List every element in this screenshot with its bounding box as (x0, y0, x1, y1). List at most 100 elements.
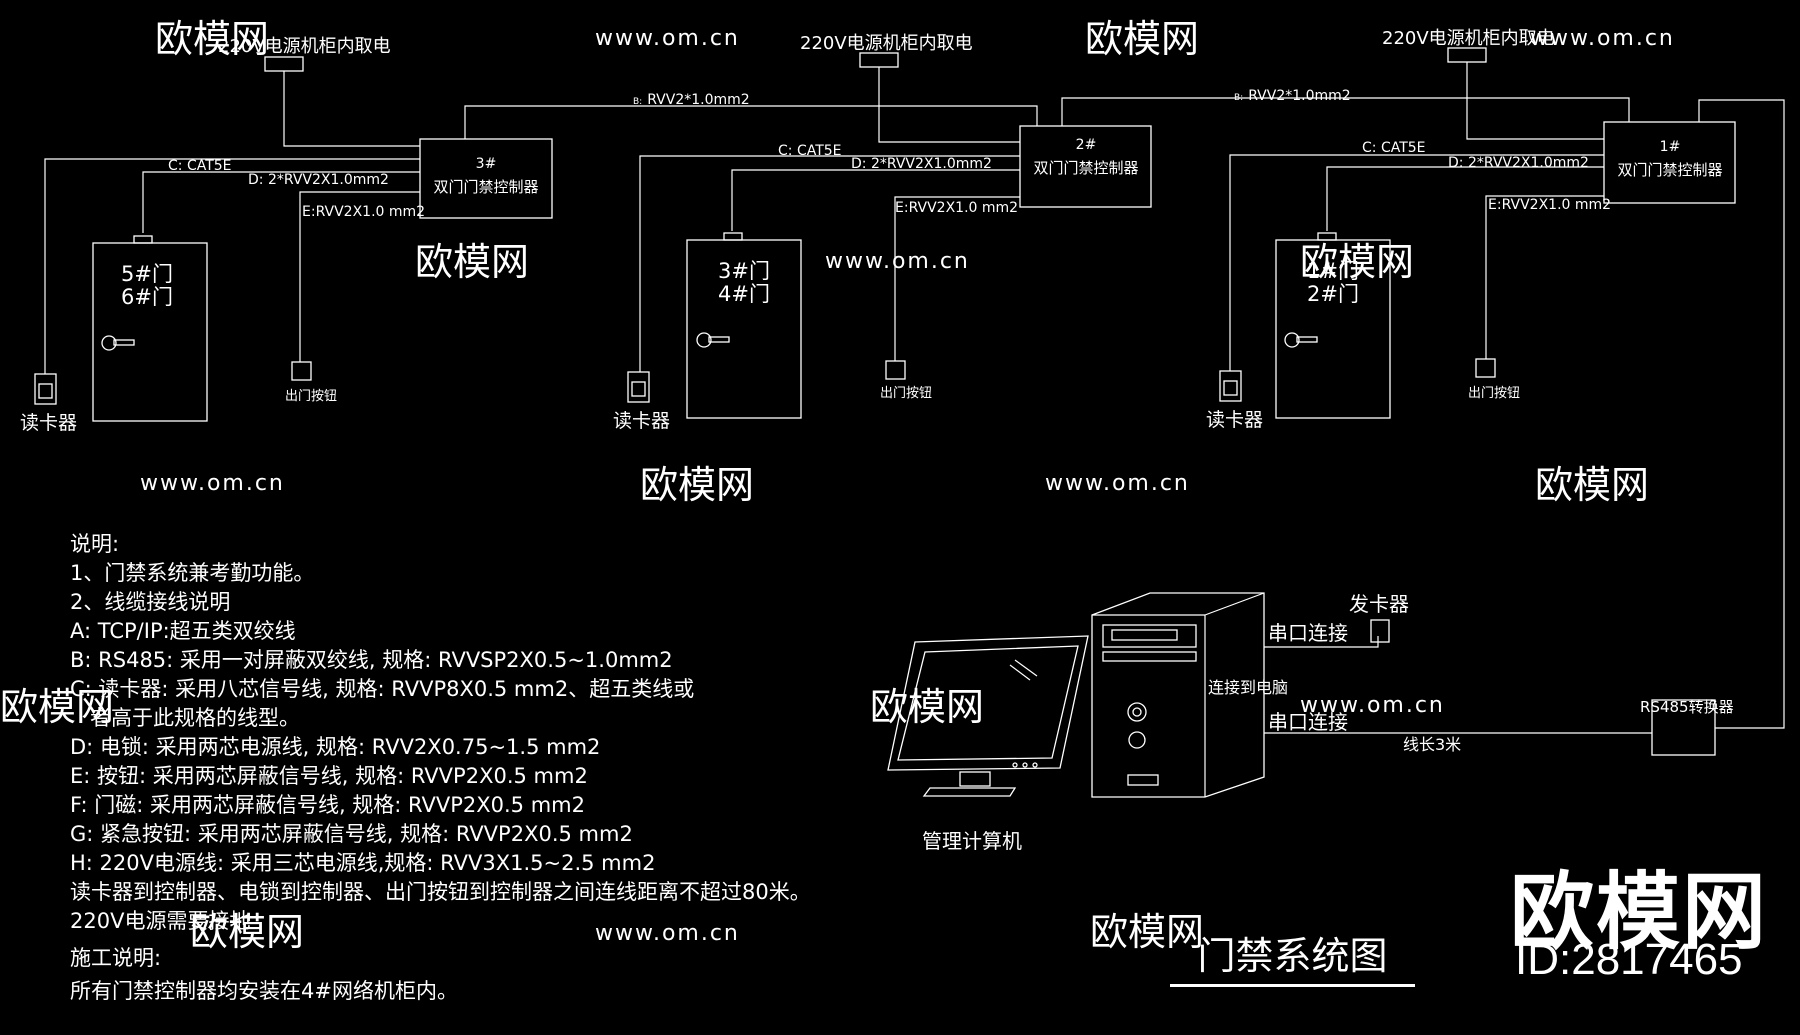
note-line: F: 门磁: 采用两芯屏蔽信号线, 规格: RVVP2X0.5 mm2 (70, 793, 585, 817)
connect-pc-label: 连接到电脑 (1208, 678, 1288, 697)
watermark-brand: 欧模网 (640, 463, 754, 507)
power-outlet (264, 56, 304, 72)
rs485-converter-box (1651, 699, 1716, 756)
exit-button-label: 出门按钮 (1468, 386, 1520, 401)
card-issuer-icon (1370, 619, 1390, 643)
watermark-brand: 欧模网 (1535, 463, 1649, 507)
card-reader-icon (627, 371, 650, 403)
serial-links: 串口连接 发卡器 连接到电脑 串口连接 线长3米 RS485转换器 (1208, 592, 1734, 756)
cable-label-lock: D: 2*RVV2X1.0mm2 (851, 156, 992, 172)
door-handle-icon (708, 336, 730, 343)
note-line: G: 紧急按钮: 采用两芯屏蔽信号线, 规格: RVVP2X0.5 mm2 (70, 822, 633, 846)
note-line: 2、线缆接线说明 (70, 590, 231, 614)
controller-name: 双门门禁控制器 (1033, 159, 1138, 177)
watermark-brand: 欧模网 (155, 17, 269, 61)
controller-id: 1# (1660, 139, 1681, 155)
cable-label-cat5e: C: CAT5E (1362, 140, 1426, 156)
note-line: A: TCP/IP:超五类双绞线 (70, 619, 296, 643)
note-line: C: 读卡器: 采用八芯信号线, 规格: RVVP8X0.5 mm2、超五类线或 (70, 677, 695, 701)
power-label: 220V电源机柜内取电 (1382, 28, 1555, 49)
watermark-layer: 欧模网 www.om.cn 欧模网 www.om.cn 欧模网 www.om.c… (0, 17, 1673, 954)
screen-glare (1014, 659, 1038, 677)
drive-bay (1102, 651, 1197, 662)
magnetic-lock (723, 232, 743, 241)
note-line: 1、门禁系统兼考勤功能。 (70, 561, 315, 585)
watermark-url: www.om.cn (1300, 693, 1445, 718)
controller-name: 双门门禁控制器 (1617, 161, 1722, 179)
note-line: 者高于此规格的线型。 (90, 706, 300, 730)
door-handle-icon (1296, 336, 1318, 343)
power-button-icon (1127, 702, 1147, 722)
door-handle-icon (113, 339, 135, 346)
controller-id: 2# (1076, 137, 1097, 153)
bus-label: B:RVV2*1.0mm2 (633, 92, 750, 108)
note-line: H: 220V电源线: 采用三芯电源线,规格: RVV3X1.5~2.5 mm2 (70, 851, 656, 875)
rs485-bus: B:RVV2*1.0mm2 B:RVV2*1.0mm2 (464, 88, 1785, 729)
door-label: 2#门 (1307, 282, 1359, 306)
controller-name: 双门门禁控制器 (433, 178, 538, 196)
card-reader-label: 读卡器 (613, 410, 670, 432)
door-label: 1#门 (1307, 259, 1359, 283)
converter-label: RS485转换器 (1640, 698, 1734, 716)
exit-button-icon (291, 361, 312, 381)
exit-button-label: 出门按钮 (285, 389, 337, 404)
watermark-url: www.om.cn (140, 471, 285, 496)
serial-label: 串口连接 (1268, 621, 1348, 645)
cable-label-cat5e: C: CAT5E (168, 158, 232, 174)
door-label: 4#门 (718, 282, 770, 306)
cable-label-button: E:RVV2X1.0 mm2 (302, 204, 425, 220)
drive-slot (1111, 629, 1178, 641)
note-line: B: RS485: 采用一对屏蔽双绞线, 规格: RVVSP2X0.5~1.0m… (70, 648, 673, 672)
watermark-brand: 欧模网 (870, 685, 984, 729)
card-reader-icon (1219, 370, 1242, 402)
door-label: 5#门 (121, 262, 173, 286)
note-line: 读卡器到控制器、电锁到控制器、出门按钮到控制器之间连线距离不超过80米。 (70, 880, 811, 904)
controller-group-2: 220V电源机柜内取电 2# 双门门禁控制器 C: CAT5E D: 2*RVV… (613, 33, 1152, 432)
watermark-url: www.om.cn (1045, 471, 1190, 496)
door-label: 6#门 (121, 285, 173, 309)
door-handle-icon (696, 332, 712, 348)
watermark-brand: 欧模网 (1085, 17, 1199, 61)
drawing-id: ID:2817465 (1515, 935, 1743, 984)
notes-heading: 说明: (70, 532, 120, 556)
pc-tower-icon (1091, 592, 1265, 798)
monitor-led (1032, 762, 1038, 768)
bus-label: B:RVV2*1.0mm2 (1234, 88, 1351, 104)
screen-glare (1009, 664, 1031, 681)
watermark-brand: 欧模网 (0, 685, 114, 729)
monitor-stand (959, 771, 991, 787)
card-reader-label: 读卡器 (20, 412, 77, 434)
monitor-screen (897, 645, 1079, 761)
watermark-url: www.om.cn (825, 249, 970, 274)
controller-box (1603, 121, 1736, 204)
note-line: 所有门禁控制器均安装在4#网络机柜内。 (70, 979, 458, 1003)
drawing-title: 门禁系统图 (1170, 925, 1415, 987)
controller-group-3: 220V电源机柜内取电 3# 双门门禁控制器 C: CAT5E D: 2*RVV… (20, 36, 553, 434)
monitor-led (1012, 762, 1018, 768)
watermark-url: www.om.cn (595, 921, 740, 946)
cable-label-lock: D: 2*RVV2X1.0mm2 (1448, 155, 1589, 171)
exit-button-label: 出门按钮 (880, 386, 932, 401)
door-panel (686, 239, 802, 419)
controller-group-1: 220V电源机柜内取电 1# 双门门禁控制器 C: CAT5E D: 2*RVV… (1206, 28, 1736, 431)
door-handle-icon (1284, 332, 1300, 348)
card-reader-label: 读卡器 (1206, 409, 1263, 431)
power-outlet (859, 52, 899, 68)
power-label: 220V电源机柜内取电 (218, 36, 391, 57)
watermark-brand: 欧模网 (415, 240, 529, 284)
controller-id: 3# (476, 156, 497, 172)
controller-box (1019, 125, 1152, 208)
card-reader-icon (34, 373, 57, 405)
reset-button-icon (1128, 731, 1146, 749)
card-reader-icon (1223, 380, 1238, 396)
cable-label-lock: D: 2*RVV2X1.0mm2 (248, 172, 389, 188)
note-line: D: 电锁: 采用两芯电源线, 规格: RVV2X0.75~1.5 mm2 (70, 735, 601, 759)
controller-box (419, 138, 553, 219)
note-line: E: 按钮: 采用两芯屏蔽信号线, 规格: RVVP2X0.5 mm2 (70, 764, 588, 788)
watermark-brand: 欧模网 (190, 910, 304, 954)
exit-button-icon (1475, 358, 1496, 378)
monitor-base (922, 787, 1017, 797)
watermark-brand: 欧模网 (1090, 910, 1204, 954)
cable-label-button: E:RVV2X1.0 mm2 (1488, 197, 1611, 213)
